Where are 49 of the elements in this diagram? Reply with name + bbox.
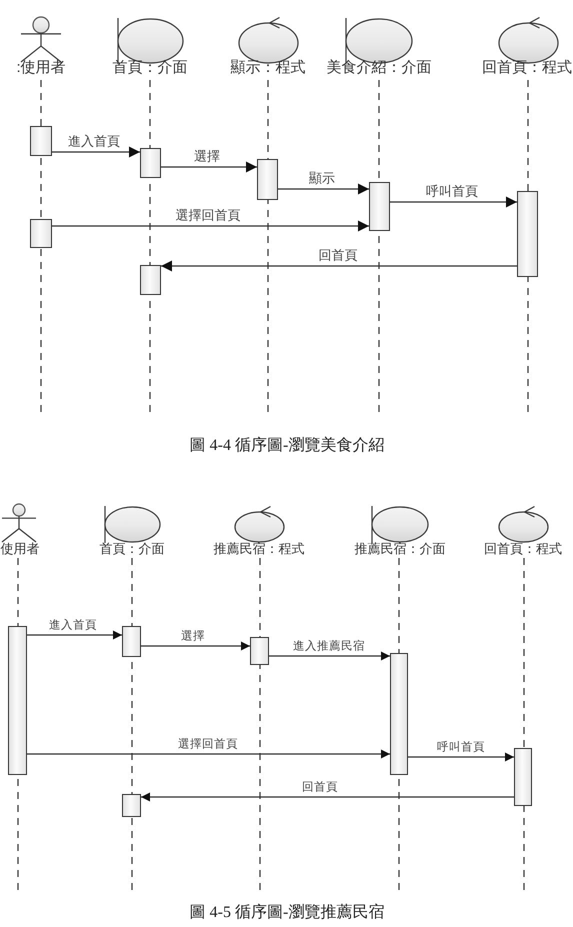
message-label: 選擇 — [192, 150, 222, 164]
message-label: 回首頁 — [300, 781, 340, 794]
activation-bar — [140, 265, 161, 295]
object-label: 回首頁：程式 — [482, 60, 572, 76]
message-label: 顯示 — [307, 172, 337, 186]
message-label: 選擇 — [179, 630, 207, 643]
message-label: 呼叫首頁 — [424, 184, 480, 199]
activation-bar — [369, 182, 390, 231]
figure-caption: 圖 4-4 循序圖-瀏覽美食介紹 — [190, 436, 384, 456]
message-label: 進入推薦民宿 — [291, 640, 367, 653]
object-label: 顯示：程式 — [230, 60, 306, 76]
message-label: 呼叫首頁 — [435, 741, 487, 754]
message-arrow — [27, 750, 390, 758]
message-arrow — [269, 652, 390, 660]
message-arrow — [27, 630, 122, 640]
message-arrow — [141, 792, 514, 802]
message-arrow — [278, 184, 369, 194]
object-label: 首頁：介面 — [100, 542, 164, 556]
object-label: :使用者 — [16, 60, 66, 76]
object-label: 推薦民宿：介面 — [354, 542, 446, 556]
activation-bar — [390, 653, 408, 775]
message-arrow — [52, 146, 140, 158]
message-arrow — [52, 220, 369, 232]
message-arrow — [161, 260, 517, 272]
message-arrow — [408, 752, 514, 762]
message-label: 選擇回首頁 — [176, 738, 240, 751]
activation-bar — [514, 748, 532, 806]
activation-bar — [122, 794, 141, 817]
activation-bar — [30, 219, 52, 248]
activation-bar — [122, 626, 141, 657]
activation-bar — [517, 191, 538, 277]
message-label: 進入首頁 — [66, 134, 122, 149]
activation-bar — [257, 159, 278, 200]
message-arrow — [141, 642, 250, 650]
message-label: 進入首頁 — [47, 619, 99, 632]
object-label: 推薦民宿：程式 — [214, 542, 304, 556]
object-label: 美食介紹：介面 — [326, 60, 432, 76]
object-label: 首頁：介面 — [112, 60, 188, 76]
activation-bar — [30, 126, 52, 156]
object-label: 回首頁：程式 — [484, 542, 562, 556]
object-label: 使用者 — [0, 542, 40, 556]
activation-bar — [8, 626, 27, 775]
message-label: 回首頁 — [316, 248, 360, 263]
activation-bar — [140, 148, 161, 178]
activation-bar — [250, 637, 269, 665]
message-arrow — [161, 162, 257, 172]
message-arrow — [390, 196, 517, 208]
figure-caption: 圖 4-5 循序圖-瀏覽推薦民宿 — [190, 904, 384, 922]
message-label: 選擇回首頁 — [174, 208, 242, 223]
